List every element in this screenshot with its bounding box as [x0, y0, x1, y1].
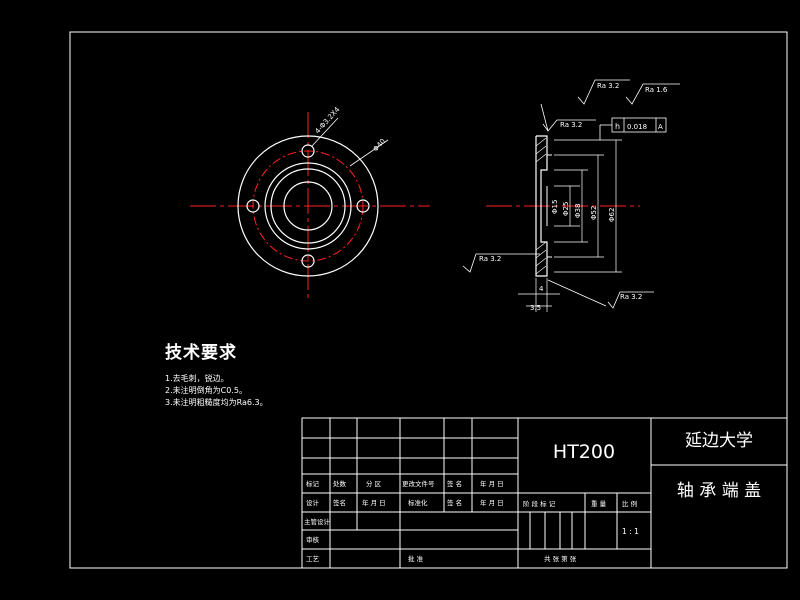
section-hatching: [535, 137, 547, 275]
tb-r1-c6: 年 月 日: [480, 479, 504, 488]
bolt-hole-right: [356, 199, 370, 213]
diameter-15: Φ15: [551, 200, 559, 214]
roughness-4: Ra 3.2: [479, 255, 501, 263]
roughness-5: Ra 3.2: [620, 293, 642, 301]
tb-r1-c1: 标记: [306, 479, 320, 488]
weight-label: 重 量: [591, 500, 607, 508]
tb-r2-c2: 签名: [333, 498, 346, 507]
section-view: Φ15 Φ25 Φ38 Φ52 Φ62 4 3.5 Ra 3.2 Ra 1.6 …: [462, 79, 680, 312]
bolt-hole-bottom: [301, 254, 315, 268]
tb-r2-c1: 设计: [306, 498, 320, 507]
tb-r2-c4: 标准化: [408, 498, 428, 507]
bolt-hole-left: [246, 199, 260, 213]
diameter-25: Φ25: [562, 202, 570, 216]
bore-circle: [283, 181, 333, 231]
sheets-label: 共 张 第 张: [544, 554, 577, 563]
tb-r4-c1: 审核: [306, 535, 320, 544]
tb-r5-c1: 工艺: [306, 555, 320, 563]
diameter-52: Φ52: [590, 206, 598, 220]
school-name: 延边大学: [685, 431, 753, 451]
stage-label: 阶 段 标 记: [523, 499, 556, 508]
tolerance-value: 0.018: [627, 123, 647, 131]
tech-item-1: 1.去毛刺，锐边。: [165, 374, 229, 383]
tolerance-frame: [599, 117, 667, 140]
roughness-2: Ra 1.6: [645, 86, 668, 94]
diameter-dimensions: [554, 139, 622, 273]
thickness-4: 4: [539, 285, 544, 293]
hole-callout: 4-Φ3.2X4: [314, 105, 342, 135]
tb-r2-c6: 年 月 日: [480, 498, 504, 507]
tolerance-symbol: h: [615, 122, 620, 131]
tech-item-3: 3.未注明粗糙度均为Ra6.3。: [165, 398, 268, 407]
roughness-3: Ra 3.2: [560, 121, 582, 129]
thickness-dimensions: [518, 278, 560, 312]
tech-title: 技术要求: [165, 343, 237, 363]
bolt-hole-top: [301, 144, 315, 158]
outer-flange-circle: [237, 135, 379, 277]
tb-r2-c5: 签 名: [447, 498, 462, 507]
diameter-62: Φ62: [608, 208, 616, 222]
title-block-text: 标记 处数 分 区 更改文件号 签 名 年 月 日 设计 签名 年 月 日 标准…: [304, 479, 639, 563]
tb-r1-c3: 分 区: [366, 479, 382, 488]
tb-r1-c2: 处数: [333, 479, 347, 488]
tech-item-2: 2.未注明倒角为C0.5。: [165, 386, 247, 395]
tb-r2-c3: 年 月 日: [362, 498, 386, 507]
title-block: [301, 417, 788, 569]
scale-label: 比 例: [622, 499, 637, 508]
roughness-symbols: [462, 79, 680, 309]
section-outline: [535, 135, 548, 277]
boss-inner-circle: [270, 168, 346, 244]
bolt-circle-callout: Φ40: [372, 137, 388, 153]
hole-leader-line: [311, 117, 339, 147]
thickness-3-5: 3.5: [530, 304, 541, 312]
tolerance-datum: A: [658, 123, 663, 131]
bolt-circle: [252, 150, 364, 262]
roughness-1: Ra 3.2: [597, 82, 619, 90]
front-view: 4-Φ3.2X4 Φ40: [190, 105, 430, 300]
tb-r5-c2: 批 准: [408, 554, 424, 563]
bolt-circle-leader-line: [349, 139, 389, 167]
material: HT200: [553, 441, 615, 463]
tb-r1-c5: 签 名: [447, 479, 462, 488]
tb-r3-c1: 主管设计: [304, 517, 331, 526]
scale-value: 1 : 1: [622, 527, 639, 536]
tb-r1-c4: 更改文件号: [402, 479, 435, 488]
technical-requirements: 技术要求 1.去毛刺，锐边。 2.未注明倒角为C0.5。 3.未注明粗糙度均为R…: [165, 338, 268, 409]
boss-circle: [264, 162, 352, 250]
diameter-38: Φ38: [574, 204, 582, 218]
part-name: 轴 承 端 盖: [677, 481, 761, 501]
